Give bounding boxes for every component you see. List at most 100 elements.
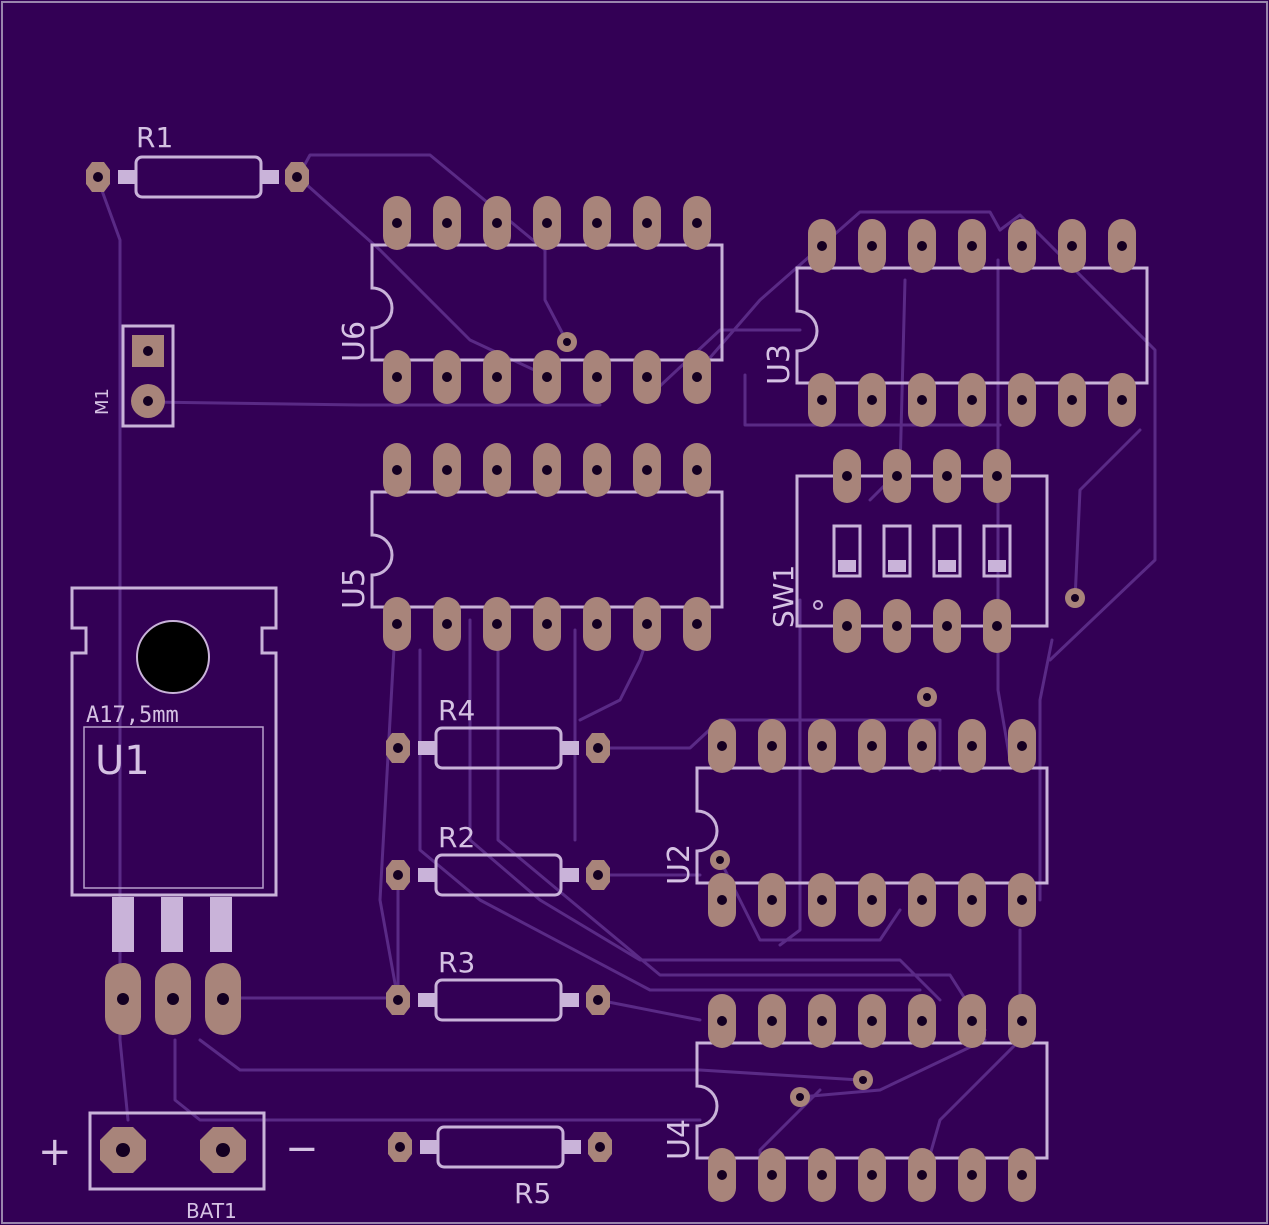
u6-label: U6: [337, 321, 372, 362]
u3-label: U3: [762, 344, 797, 385]
u3-pin-bottom-hole: [1017, 395, 1027, 405]
ic-u5[interactable]: U5: [337, 443, 724, 651]
u6-pin-bottom-hole: [392, 372, 402, 382]
u2-pin-top-hole: [1017, 741, 1027, 751]
u2-pin-bottom-hole: [717, 895, 727, 905]
sw1-lever-knob: [988, 560, 1006, 572]
u6-pin-top-hole: [442, 218, 452, 228]
u4-pin-bottom-hole: [1017, 1170, 1027, 1180]
u4-pin-top-hole: [867, 1016, 877, 1026]
ic-u2[interactable]: U2: [662, 719, 1049, 927]
m1-label: M1: [92, 388, 113, 415]
u5-pin-bottom-hole: [642, 619, 652, 629]
u5-label: U5: [337, 568, 372, 609]
ic-u4[interactable]: U4: [662, 994, 1049, 1202]
u3-pin-bottom-hole: [817, 395, 827, 405]
u5-pin-bottom-hole: [492, 619, 502, 629]
u2-pin-bottom-hole: [1017, 895, 1027, 905]
u5-pin-top-hole: [442, 465, 452, 475]
u5-pin-bottom-hole: [592, 619, 602, 629]
u6-pin-bottom-hole: [642, 372, 652, 382]
u4-pin-top-hole: [817, 1016, 827, 1026]
u5-pin-top-hole: [392, 465, 402, 475]
ic-u3[interactable]: U3: [762, 219, 1149, 427]
sw1-lever-knob: [888, 560, 906, 572]
u3-pin-top-hole: [1067, 241, 1077, 251]
u6-pin-top-hole: [642, 218, 652, 228]
u6-pin-bottom-hole: [592, 372, 602, 382]
dip-switch-sw1[interactable]: SW1: [767, 449, 1049, 653]
u2-pin-bottom-hole: [967, 895, 977, 905]
u6-pin-bottom-hole: [492, 372, 502, 382]
u6-pin-bottom-hole: [692, 372, 702, 382]
u3-pin-top-hole: [917, 241, 927, 251]
u3-pin-bottom-hole: [1117, 395, 1127, 405]
u2-label: U2: [662, 844, 697, 885]
resistor-r5[interactable]: R5: [388, 1125, 612, 1210]
u4-pin-bottom-hole: [767, 1170, 777, 1180]
sw1-pin-bottom-hole: [892, 621, 902, 631]
u2-pin-top-hole: [817, 741, 827, 751]
bat1-plus-label: +: [38, 1129, 72, 1175]
u2-pin-bottom-hole: [867, 895, 877, 905]
resistor-r1[interactable]: R1: [86, 121, 309, 199]
sw1-pin-bottom-hole: [942, 621, 952, 631]
u6-pin-bottom-hole: [542, 372, 552, 382]
u3-pin-top-hole: [1117, 241, 1127, 251]
u4-pin-bottom-hole: [917, 1170, 927, 1180]
u3-pin-top-hole: [867, 241, 877, 251]
u3-pin-top-hole: [817, 241, 827, 251]
ic-u6[interactable]: U6: [337, 196, 724, 404]
sw1-lever-knob: [938, 560, 956, 572]
u6-pin-top-hole: [392, 218, 402, 228]
u3-pin-bottom-hole: [1067, 395, 1077, 405]
regulator-u1[interactable]: A17,5mm U1: [70, 586, 278, 1035]
r3-label: R3: [438, 946, 475, 979]
u6-pin-top-hole: [542, 218, 552, 228]
sw1-pin-top-hole: [942, 471, 952, 481]
u2-pin-bottom-hole: [817, 895, 827, 905]
sw1-label: SW1: [767, 565, 800, 628]
u3-pin-bottom-hole: [867, 395, 877, 405]
bat1-minus-label: −: [285, 1126, 319, 1172]
u4-pin-bottom-hole: [717, 1170, 727, 1180]
r4-label: R4: [438, 694, 475, 727]
u4-pin-top-hole: [717, 1016, 727, 1026]
resistor-r2[interactable]: R2: [386, 821, 610, 897]
u4-pin-top-hole: [917, 1016, 927, 1026]
u2-pin-top-hole: [917, 741, 927, 751]
u5-pin-bottom-hole: [392, 619, 402, 629]
u5-pin-bottom-hole: [542, 619, 552, 629]
u2-pin-top-hole: [967, 741, 977, 751]
r1-label: R1: [136, 121, 173, 154]
u2-pin-bottom-hole: [917, 895, 927, 905]
sw1-lever: [932, 524, 962, 578]
resistor-r3[interactable]: R3: [386, 946, 610, 1022]
u4-pin-bottom-hole: [967, 1170, 977, 1180]
bat1-label: BAT1: [186, 1199, 237, 1223]
mounting-hole: [136, 620, 210, 694]
u2-pin-top-hole: [767, 741, 777, 751]
header-m1[interactable]: M1: [92, 324, 175, 428]
u3-pin-bottom-hole: [967, 395, 977, 405]
r5-label: R5: [514, 1177, 551, 1210]
r2-label: R2: [438, 821, 475, 854]
vias: [557, 332, 1085, 1107]
u5-pin-top-hole: [592, 465, 602, 475]
u4-pin-top-hole: [967, 1016, 977, 1026]
sw1-pin-top-hole: [842, 471, 852, 481]
sw1-lever: [882, 524, 912, 578]
u4-pin-top-hole: [767, 1016, 777, 1026]
sw1-pin-top-hole: [892, 471, 902, 481]
sw1-pin-top-hole: [992, 471, 1002, 481]
sw1-lever-knob: [838, 560, 856, 572]
u5-pin-bottom-hole: [442, 619, 452, 629]
sw1-pin-bottom-hole: [992, 621, 1002, 631]
u4-pin-bottom-hole: [817, 1170, 827, 1180]
battery-connector-bat1[interactable]: + − BAT1: [38, 1111, 319, 1223]
u6-pin-top-hole: [592, 218, 602, 228]
resistor-r4[interactable]: R4: [386, 694, 610, 770]
u3-pin-top-hole: [967, 241, 977, 251]
sw1-lever: [832, 524, 862, 578]
